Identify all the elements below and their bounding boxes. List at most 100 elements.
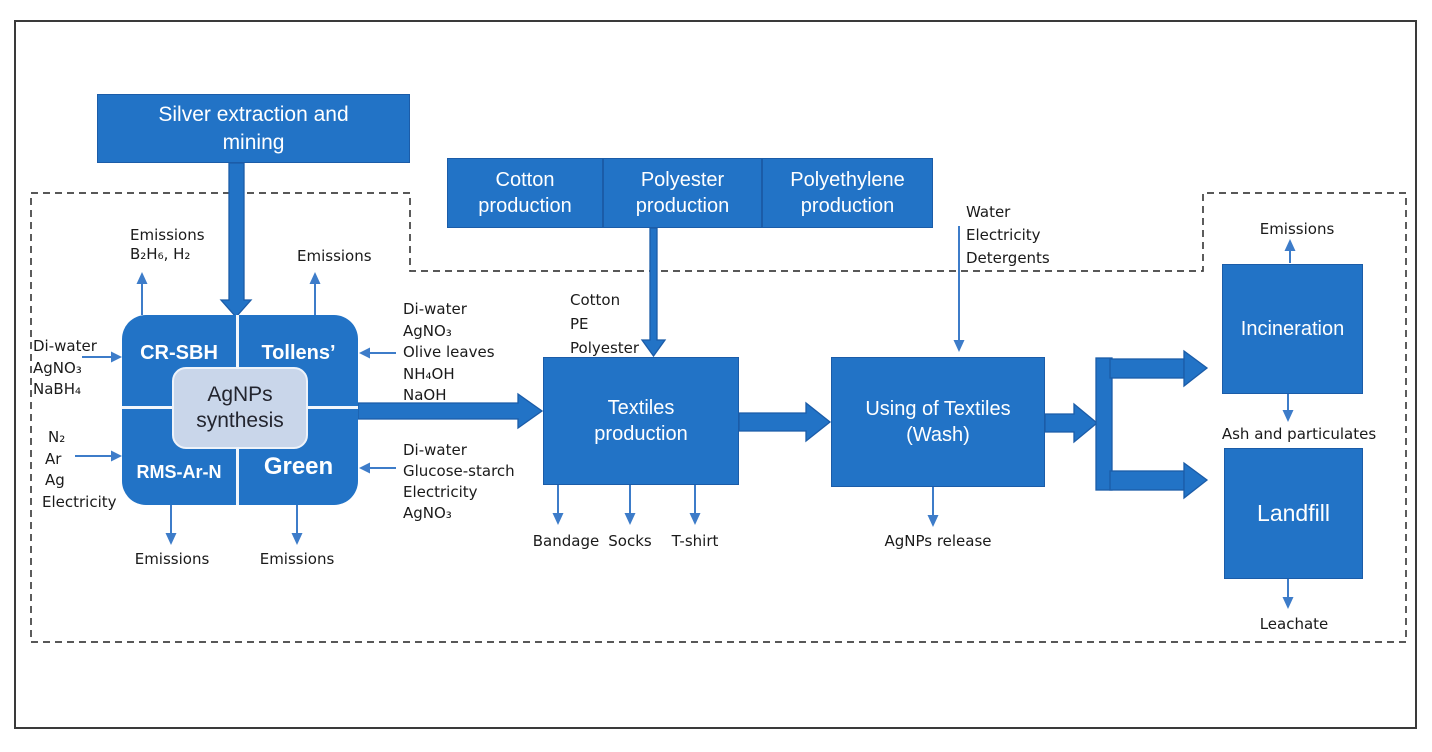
tollens-inputs-label: Di-water AgNO₃ Olive leaves NH₄OH NaOH — [403, 299, 495, 407]
landfill-label: Landfill — [1257, 500, 1330, 527]
quadrant-cr-sbh: CR-SBH — [140, 342, 218, 364]
using-textiles-line2: (Wash) — [906, 424, 970, 446]
crsbh-emissions-label: Emissions B₂H₆, H₂ — [130, 226, 205, 264]
cotton-production-line2: production — [478, 195, 572, 217]
wash-input-water: Water — [966, 203, 1011, 221]
green-emissions-label: Emissions — [259, 550, 335, 568]
figure-border — [14, 20, 1417, 729]
polyethylene-production-line1: Polyethylene — [790, 168, 905, 191]
agnps-center-line1: AgNPs — [207, 382, 273, 406]
arrow-incineration-ash-down — [1282, 394, 1294, 422]
tollens-input-agno3: AgNO₃ — [403, 321, 452, 340]
arrow-synthesis-to-textiles — [357, 392, 544, 430]
arrow-inputs-rms-right — [75, 450, 122, 462]
arrow-landfill-leachate-down — [1282, 579, 1294, 609]
wash-input-electricity: Electricity — [966, 226, 1041, 244]
arrow-emissions-incineration-up — [1284, 239, 1296, 263]
arrow-inputs-crsbh-right — [82, 351, 122, 363]
crsbh-input-nabh4: NaBH₄ — [33, 380, 81, 398]
arrow-emissions-rms-down — [165, 505, 177, 545]
textile-inputs-label: Cotton PE Polyester — [570, 288, 639, 360]
green-input-diwater: Di-water — [403, 441, 467, 459]
polyester-production-line1: Polyester — [640, 168, 725, 191]
rms-inputs-label: N₂ Ar Ag Electricity — [42, 427, 117, 513]
incineration-box: Incineration — [1222, 264, 1363, 394]
arrow-emissions-tollens-up — [309, 272, 321, 315]
arrow-product-socks-down — [624, 485, 636, 525]
product-socks-label: Socks — [608, 532, 652, 550]
leachate-label: Leachate — [1259, 615, 1329, 633]
wash-input-detergents: Detergents — [966, 249, 1050, 267]
arrow-fork-to-landfill — [1183, 461, 1209, 500]
textiles-production-line2: production — [594, 423, 688, 445]
arrow-emissions-crsbh-up — [136, 272, 148, 315]
silver-extraction-box: Silver extraction and mining — [97, 94, 410, 163]
agnps-center-line2: synthesis — [196, 409, 284, 432]
textile-input-polyester: Polyester — [570, 339, 640, 357]
agnps-release-label: AgNPs release — [884, 532, 992, 550]
agnps-synthesis-center: AgNPs synthesis — [172, 367, 308, 449]
arrow-inputs-tollens-left — [359, 347, 396, 359]
green-inputs-label: Di-water Glucose-starch Electricity AgNO… — [403, 440, 515, 524]
tollens-emissions-label: Emissions — [297, 247, 372, 265]
crsbh-emissions-line1: Emissions — [130, 226, 205, 244]
tollens-input-diwater: Di-water — [403, 300, 467, 318]
quadrant-tollens: Tollens’ — [261, 342, 336, 364]
rms-input-n2: N₂ — [48, 428, 66, 446]
crsbh-emissions-line2: B₂H₆, H₂ — [130, 245, 191, 263]
arrow-fork-to-incineration — [1183, 349, 1209, 388]
crsbh-input-agno3: AgNO₃ — [33, 358, 82, 377]
textile-input-cotton: Cotton — [570, 291, 621, 309]
using-textiles-line1: Using of Textiles — [865, 397, 1011, 420]
ash-particulates-label: Ash and particulates — [1221, 425, 1377, 443]
arrow-product-bandage-down — [552, 485, 564, 525]
wash-inputs-label: Water Electricity Detergents — [966, 201, 1050, 270]
textiles-production-box: Textiles production — [543, 357, 739, 485]
silver-extraction-line2: mining — [222, 130, 285, 154]
tollens-input-olive: Olive leaves — [403, 343, 495, 361]
crsbh-inputs-label: Di-water AgNO₃ NaBH₄ — [33, 336, 97, 401]
quadrant-green: Green — [263, 453, 334, 480]
cotton-production-box: Cotton production — [447, 158, 603, 228]
arrow-silver-to-synthesis — [219, 162, 253, 318]
textile-input-pe: PE — [570, 315, 589, 333]
fork-bottom-shaft — [1109, 470, 1185, 491]
polyethylene-production-box: Polyethylene production — [762, 158, 933, 228]
arrow-wash-inputs-down — [953, 226, 965, 352]
cotton-production-line1: Cotton — [495, 168, 555, 191]
polyester-production-box: Polyester production — [603, 158, 762, 228]
rms-input-ag: Ag — [45, 471, 65, 489]
arrow-using-to-fork — [1044, 402, 1099, 444]
landfill-box: Landfill — [1224, 448, 1363, 579]
polyethylene-production-line2: production — [800, 195, 895, 217]
system-boundary-dashed — [30, 192, 1407, 643]
arrow-textiles-to-using — [738, 401, 832, 443]
arrow-agnps-release-down — [927, 487, 939, 527]
crsbh-input-diwater: Di-water — [33, 337, 97, 355]
incineration-label: Incineration — [1240, 317, 1345, 340]
arrow-product-tshirt-down — [689, 485, 701, 525]
arrow-inputs-green-left — [359, 462, 396, 474]
agnps-synthesis-box: CR-SBH Tollens’ RMS-Ar-N Green AgNPs syn… — [122, 315, 358, 505]
using-textiles-box: Using of Textiles (Wash) — [831, 357, 1045, 487]
arrow-polyester-to-textiles — [640, 227, 667, 358]
incineration-emissions-label: Emissions — [1259, 220, 1335, 238]
textiles-production-line1: Textiles — [607, 396, 675, 419]
green-input-electricity: Electricity — [403, 483, 478, 501]
arrow-emissions-green-down — [291, 505, 303, 545]
silver-extraction-line1: Silver extraction and — [158, 102, 349, 126]
green-input-agno3: AgNO₃ — [403, 504, 452, 522]
fork-top-shaft — [1109, 358, 1185, 379]
rms-input-ar: Ar — [45, 449, 62, 468]
quadrant-rms-ar-n: RMS-Ar-N — [136, 462, 222, 482]
tollens-input-nh4oh: NH₄OH — [403, 364, 455, 383]
fork-bar — [1095, 357, 1113, 491]
tollens-input-naoh: NaOH — [403, 386, 447, 404]
product-bandage-label: Bandage — [532, 532, 600, 550]
product-tshirt-label: T-shirt — [671, 532, 719, 550]
polyester-production-line2: production — [635, 195, 730, 217]
green-input-glucose: Glucose-starch — [403, 462, 515, 480]
rms-input-electricity: Electricity — [42, 492, 117, 511]
